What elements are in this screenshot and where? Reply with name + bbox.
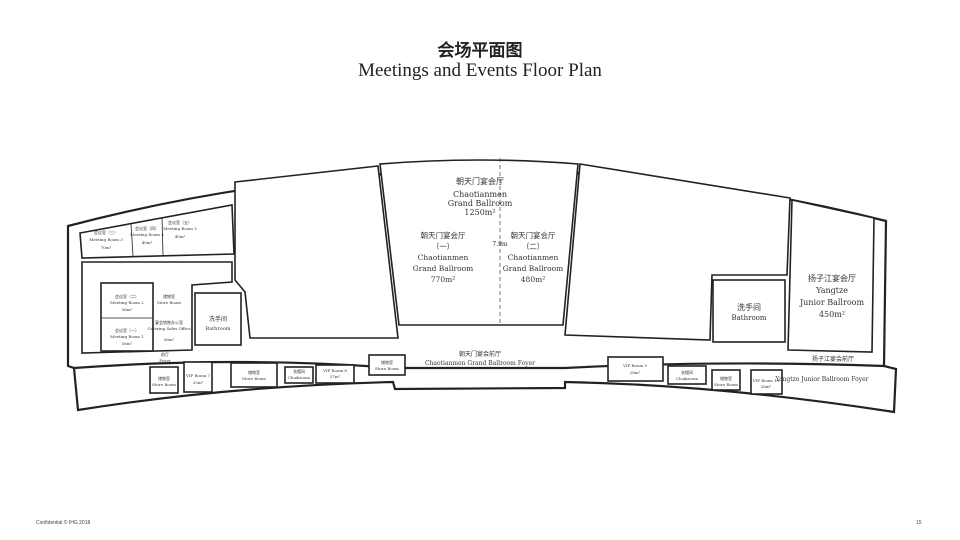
grand-foyer-en: Chaotianmen Grand Ballroom Foyer <box>425 360 535 367</box>
bathroom-left-room <box>194 292 242 346</box>
meeting-4-cn: 会议室（四） <box>135 225 159 231</box>
bathroom-right-en: Bathroom <box>731 314 766 322</box>
foyer-cn: 前厅 <box>161 351 169 357</box>
ballroom-2-num: （二） <box>522 242 545 251</box>
bathroom-left-cn: 洗手间 <box>209 315 227 323</box>
meeting-4-en: Meeting Room 4 <box>130 232 164 237</box>
vip-10-en: VIP Room 10 <box>752 378 780 383</box>
foyer-en: Foyer <box>159 358 171 363</box>
junior-ballroom-cn: 扬子江宴会厅 <box>808 273 856 283</box>
ballroom-2-area: 480m² <box>521 275 545 284</box>
vip-8-area: 27m² <box>330 374 341 379</box>
page-number: 15 <box>916 520 922 526</box>
meeting-5-cn: 会议室（五） <box>168 219 192 225</box>
ballroom-1-en2: Grand Ballroom <box>413 264 474 273</box>
blank-room-right <box>564 163 791 341</box>
junior-foyer-cn: 扬子江宴会前厅 <box>812 355 854 363</box>
store-4-cn: 储物室 <box>381 359 393 365</box>
meeting-3-en: Meeting Room 3 <box>89 237 123 242</box>
junior-ballroom-area: 450m² <box>819 310 845 319</box>
cloak-2-cn: 衣帽间 <box>681 369 693 375</box>
ballroom-1-cn: 朝天门宴会厅 <box>421 230 466 240</box>
confidential-footer: Confidential © IHG 2018 <box>36 520 91 526</box>
store-5-en: Store Room <box>714 382 738 387</box>
vip-9-en: VIP Room 9 <box>622 363 647 368</box>
meeting-2-cn: 会议室（二） <box>115 293 139 299</box>
ceiling-height: 7.9m <box>492 241 508 248</box>
meeting-5-en: Meeting Room 5 <box>163 226 197 231</box>
catering-en: Catering Sales Office <box>147 326 191 331</box>
ballroom-2-en2: Grand Ballroom <box>503 264 564 273</box>
vip-10-area: 28m² <box>761 384 772 389</box>
bathroom-left-en: Bathroom <box>205 326 230 332</box>
store-2-en: Store Room <box>152 382 176 387</box>
grand-ballroom-en1: Chaotianmen <box>453 190 507 199</box>
store-1-cn: 储物室 <box>163 293 175 299</box>
cloak-1-cn: 衣帽间 <box>293 368 305 374</box>
bathroom-right-room <box>712 279 786 343</box>
store-5-cn: 储物室 <box>720 375 732 381</box>
meeting-3-area: 70m² <box>101 245 112 250</box>
ballroom-1-num: （一） <box>432 242 455 251</box>
junior-ballroom-en2: Junior Ballroom <box>799 298 864 307</box>
vip-9-area: 28m² <box>630 370 641 375</box>
meeting-rooms-3-5-block <box>79 204 235 259</box>
cloak-1-en: Cloakroom <box>288 375 310 380</box>
meeting-2-area: 56m² <box>122 307 133 312</box>
bathroom-right-cn: 洗手间 <box>737 302 761 312</box>
junior-ballroom-room <box>787 199 875 353</box>
store-1-en: Store Room <box>157 300 181 305</box>
blank-room-left <box>234 165 399 339</box>
meeting-4-area: 40m² <box>142 240 153 245</box>
catering-cn: 宴会销售办公室 <box>155 319 183 325</box>
grand-foyer-cn: 朝天门宴会前厅 <box>459 350 501 358</box>
grand-ballroom-en2: Grand Ballroom <box>448 199 513 208</box>
grand-ballroom-cn: 朝天门宴会厅 <box>456 176 504 186</box>
cloak-2-en: Cloakroom <box>676 376 698 381</box>
junior-ballroom-en1: Yangtze <box>815 286 848 295</box>
junior-foyer-en: Yangtze Junior Ballroom Foyer <box>774 376 868 383</box>
grand-ballroom-area: 1250m² <box>464 208 495 217</box>
catering-area: 56m² <box>164 337 175 342</box>
store-4-en: Store Room <box>375 366 399 371</box>
vip-8-en: VIP Room 8 <box>322 368 347 373</box>
meeting-1-cn: 会议室（一） <box>115 327 139 333</box>
vip-7-area: 25m² <box>193 380 204 385</box>
ballroom-2-en1: Chaotianmen <box>508 253 559 262</box>
ballroom-1-area: 770m² <box>431 275 455 284</box>
grand-ballroom-room <box>379 159 579 326</box>
meeting-2-en: Meeting Room 2 <box>110 300 144 305</box>
meeting-3-cn: 会议室（三） <box>94 229 118 235</box>
meeting-rooms-1-2 <box>100 282 154 352</box>
meeting-5-area: 45m² <box>175 234 186 239</box>
title-english: Meetings and Events Floor Plan <box>358 60 602 81</box>
ballroom-1-en1: Chaotianmen <box>418 253 469 262</box>
meeting-1-area: 56m² <box>122 341 133 346</box>
store-3-cn: 储物室 <box>248 369 260 375</box>
store-2-cn: 储物室 <box>158 375 170 381</box>
vip-7-en: VIP Room 7 <box>185 373 210 378</box>
store-3-en: Store Room <box>242 376 266 381</box>
ballroom-2-cn: 朝天门宴会厅 <box>511 230 556 240</box>
title-chinese: 会场平面图 <box>437 41 523 61</box>
corridor-wall <box>73 360 885 370</box>
meeting-1-en: Meeting Room 1 <box>110 334 144 339</box>
